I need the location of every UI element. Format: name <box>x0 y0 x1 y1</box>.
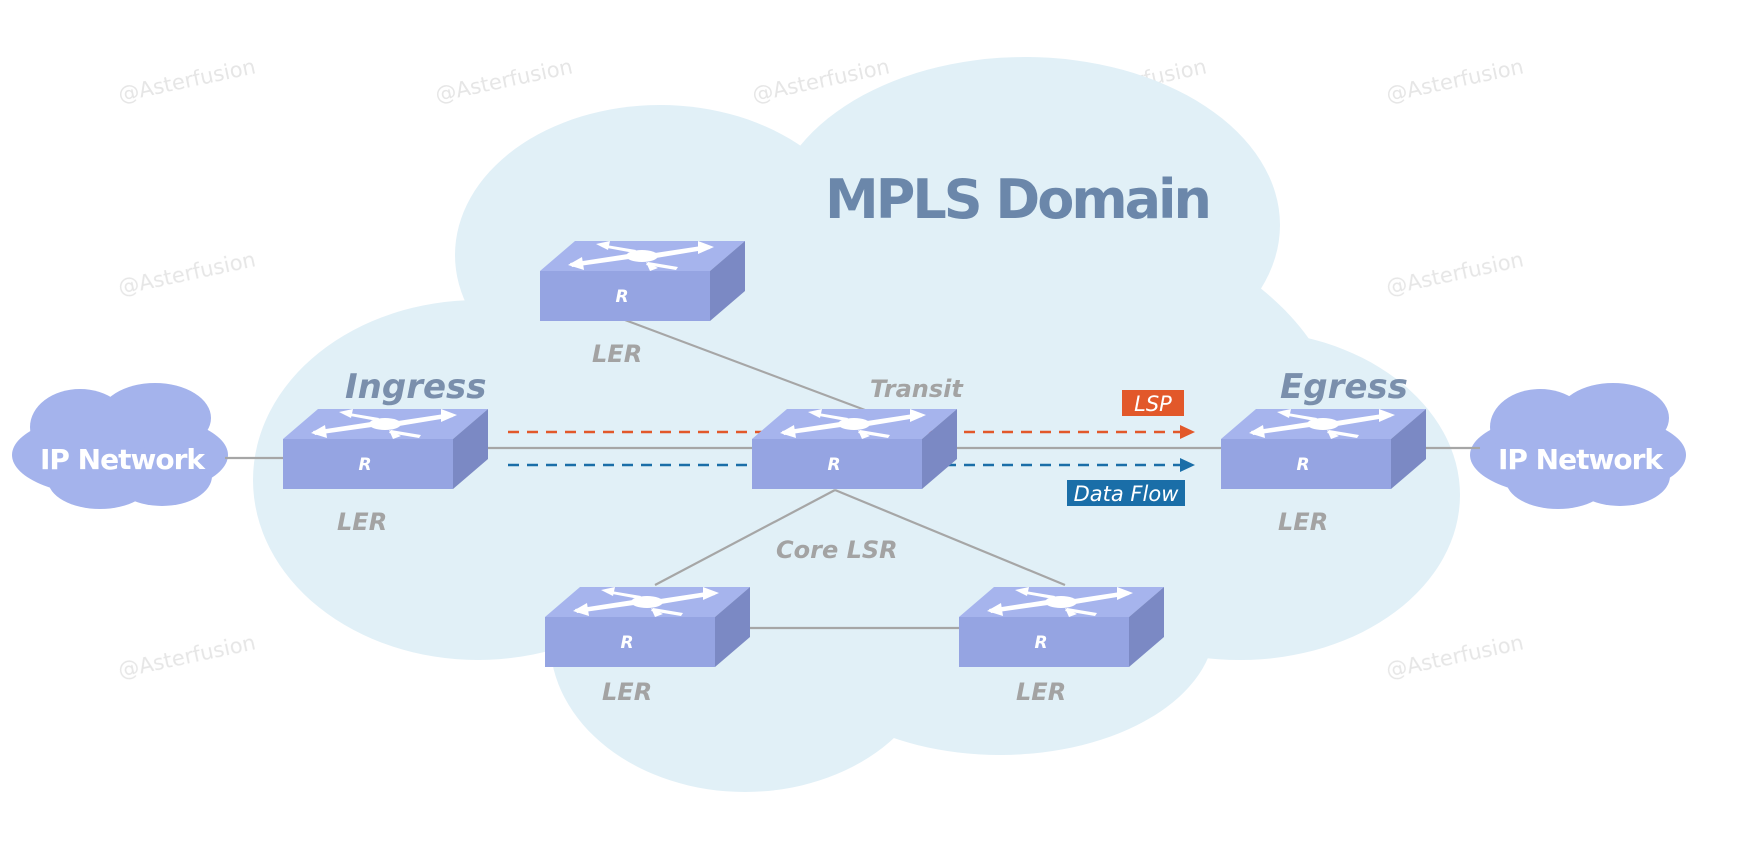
data-flow-tag: Data Flow <box>1074 482 1180 506</box>
ip-network-label-left: IP Network <box>40 443 206 476</box>
links <box>225 318 1480 630</box>
router-egress: R <box>1221 409 1426 489</box>
lsp-tag: LSP <box>1134 392 1172 416</box>
lsp-arrowhead <box>1180 425 1195 439</box>
router-bottom-right: R <box>959 587 1164 667</box>
ip-network-cloud-right <box>1470 383 1686 509</box>
role-egress: Egress <box>1280 367 1408 407</box>
router-mark: R <box>827 455 840 475</box>
watermark: @Asterfusion <box>1384 247 1526 300</box>
watermark: @Asterfusion <box>116 630 258 683</box>
watermark: @Asterfusion <box>116 54 258 107</box>
watermark: @Asterfusion <box>433 54 575 107</box>
label-bottom-left: LER <box>602 678 652 706</box>
ip-network-cloud-left <box>12 383 228 509</box>
data-flow-arrowhead <box>1180 458 1195 472</box>
router-mark: R <box>620 633 633 653</box>
lsp-flow: LSP <box>508 390 1195 439</box>
watermark: @Asterfusion <box>1384 54 1526 107</box>
router-bottom-left: R <box>545 587 750 667</box>
router-mark: R <box>1296 455 1309 475</box>
link-core-bottom-left <box>654 489 836 586</box>
role-ingress: Ingress <box>345 367 487 407</box>
link-top-core <box>624 318 866 412</box>
role-core: Transit <box>870 375 964 403</box>
label-egress: LER <box>1278 508 1328 536</box>
label-core: Core LSR <box>776 536 898 564</box>
router-ingress: R <box>283 409 488 489</box>
router-mark: R <box>358 455 371 475</box>
link-core-bottom-right <box>834 488 1066 587</box>
watermark: @Asterfusion <box>116 247 258 300</box>
ip-network-label-right: IP Network <box>1498 443 1664 476</box>
router-core: R <box>752 409 957 489</box>
data-flow: Data Flow <box>508 458 1195 506</box>
watermark: @Asterfusion <box>1384 630 1526 683</box>
label-top: LER <box>592 340 642 368</box>
lsp-tag-bg <box>1122 390 1184 416</box>
data-flow-tag-bg <box>1067 480 1185 506</box>
label-bottom-right: LER <box>1016 678 1066 706</box>
router-mark: R <box>615 287 628 307</box>
router-mark: R <box>1034 633 1047 653</box>
diagram-title: MPLS Domain <box>825 168 1209 231</box>
router-top: R <box>540 241 745 321</box>
label-ingress: LER <box>337 508 387 536</box>
